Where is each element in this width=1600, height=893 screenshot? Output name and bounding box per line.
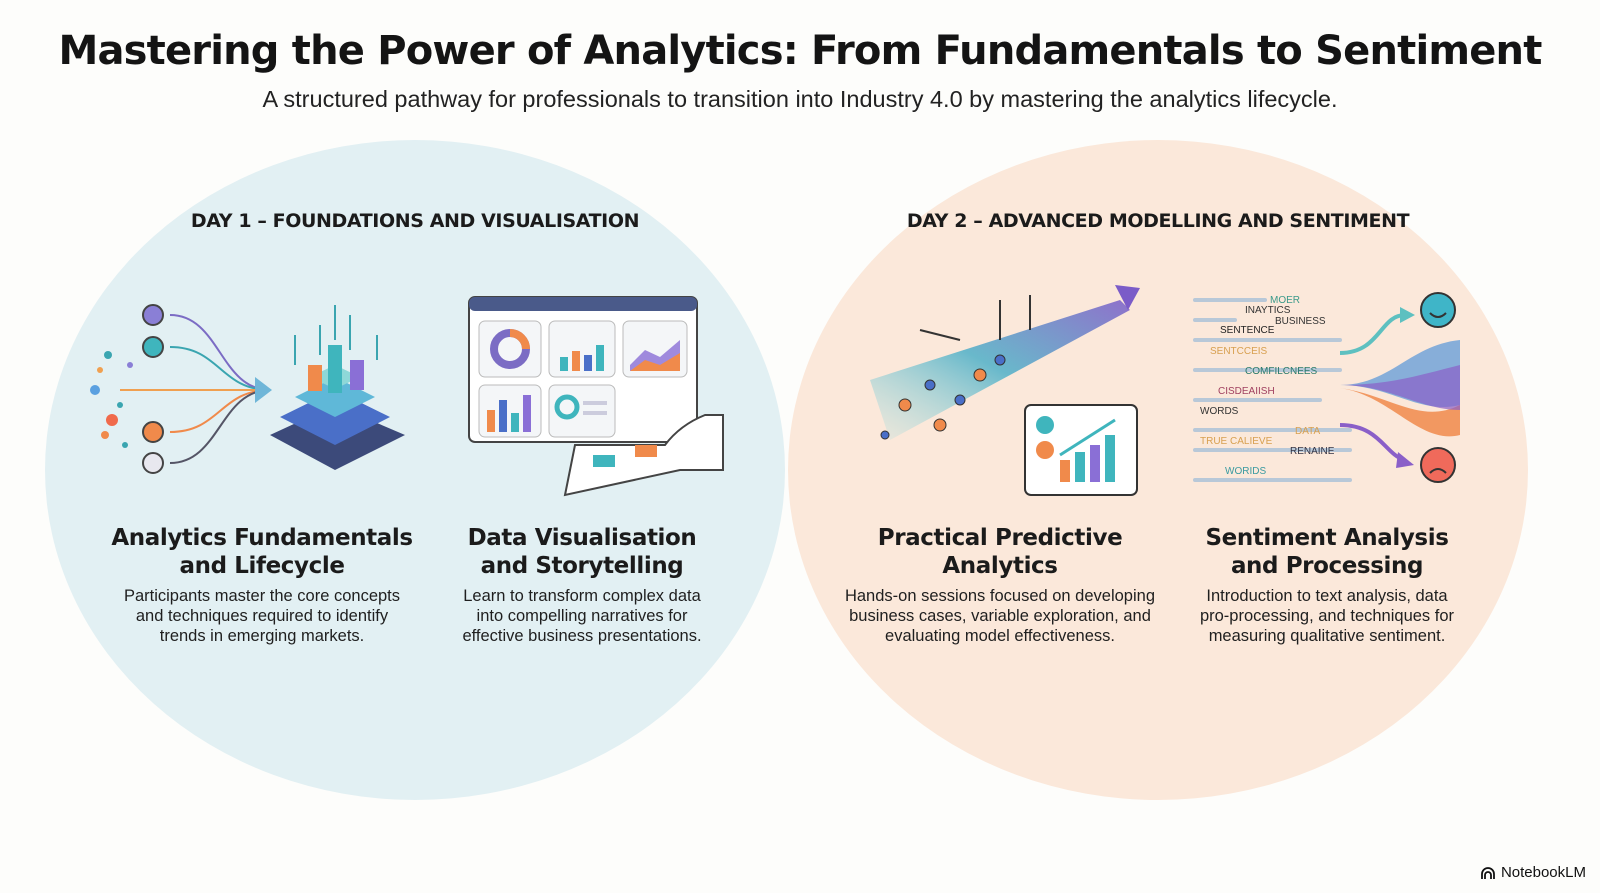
brand-label: NotebookLM xyxy=(1500,864,1586,881)
sentiment-icon: MOER INAYTICS BUSINESS SENTENCE SENTCCEI… xyxy=(1193,292,1460,483)
module-desc: pro-processing, and techniques for xyxy=(1199,607,1455,625)
module-desc: effective business presentations. xyxy=(462,627,702,645)
happy-face-icon xyxy=(1420,292,1456,328)
prediction-arrow-icon xyxy=(870,285,1140,496)
module-title: and Lifecycle xyxy=(179,553,345,579)
dashboard-icon xyxy=(468,296,724,497)
module-title: Practical Predictive xyxy=(877,525,1123,551)
module-desc: into compelling narratives for xyxy=(476,607,688,625)
module-title: Analytics xyxy=(942,553,1058,579)
word: WORDS xyxy=(1200,406,1239,417)
day2-circle xyxy=(788,140,1528,800)
notebooklm-logo-icon xyxy=(1481,866,1495,879)
word: RENAINE xyxy=(1290,446,1335,457)
module-title: and Storytelling xyxy=(480,553,684,579)
module-desc: business cases, variable exploration, an… xyxy=(849,607,1151,625)
module-title: Data Visualisation xyxy=(467,525,697,551)
day1-label: DAY 1 – FOUNDATIONS AND VISUALISATION xyxy=(190,210,640,232)
word: SENTCCEIS xyxy=(1210,346,1268,357)
word: BUSINESS xyxy=(1275,316,1326,327)
word: MOER xyxy=(1270,295,1300,306)
word: INAYTICS xyxy=(1245,305,1291,316)
module-title: Sentiment Analysis xyxy=(1205,525,1449,551)
module-desc: measuring qualitative sentiment. xyxy=(1208,627,1446,645)
module-desc: Learn to transform complex data xyxy=(463,587,701,605)
module-desc: evaluating model effectiveness. xyxy=(885,627,1115,645)
word: DATA xyxy=(1295,426,1321,437)
day2-label: DAY 2 – ADVANCED MODELLING AND SENTIMENT xyxy=(906,210,1410,232)
page-title: Mastering the Power of Analytics: From F… xyxy=(58,28,1542,74)
module-desc: Hands-on sessions focused on developing xyxy=(844,587,1156,605)
sad-face-icon xyxy=(1420,447,1456,483)
page-subtitle: A structured pathway for professionals t… xyxy=(262,86,1338,112)
word: WORIDS xyxy=(1225,466,1266,477)
word: TRUE CALIEVE xyxy=(1200,436,1273,447)
notebooklm-brand: NotebookLM xyxy=(1480,864,1586,881)
word: CISDEAIISH xyxy=(1218,386,1275,397)
module-desc: Introduction to text analysis, data xyxy=(1206,587,1448,605)
module-desc: trends in emerging markets. xyxy=(159,627,365,645)
module-title: Analytics Fundamentals xyxy=(111,525,413,551)
word: COMFILCNEES xyxy=(1245,366,1318,377)
module-desc: Participants master the core concepts xyxy=(123,587,401,605)
module-title: and Processing xyxy=(1230,553,1424,579)
module-desc: and techniques required to identify xyxy=(135,607,389,625)
word: SENTENCE xyxy=(1220,325,1275,336)
data-funnel-layers-icon xyxy=(90,304,405,474)
